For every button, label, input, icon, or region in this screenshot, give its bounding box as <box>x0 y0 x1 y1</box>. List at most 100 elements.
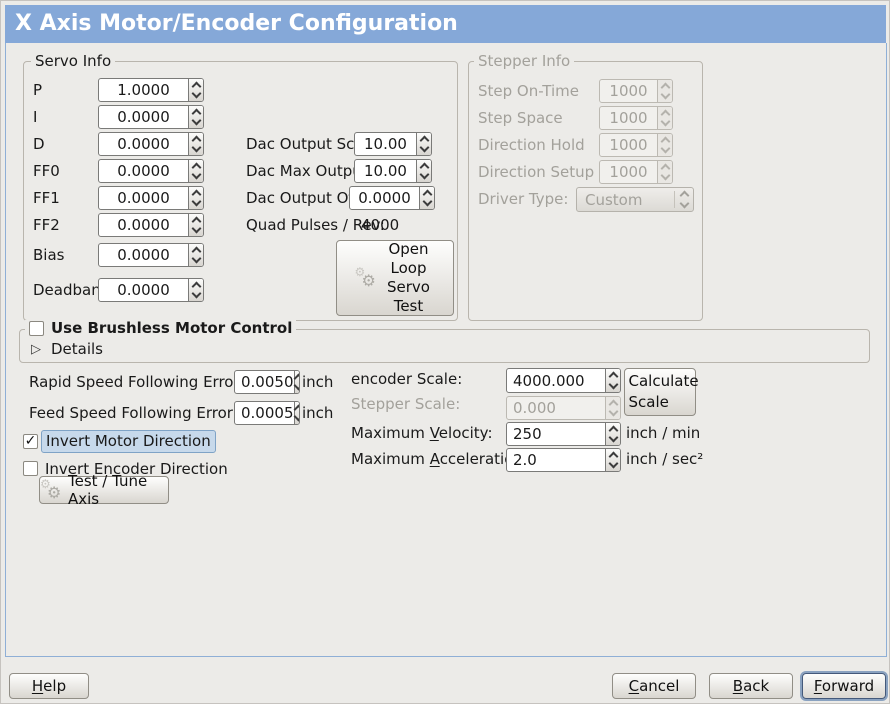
d-value[interactable]: 0.0000 <box>117 135 170 153</box>
spin-up-down-icon[interactable] <box>605 423 620 445</box>
quad-pulses-label: Quad Pulses / Rev: <box>246 216 385 234</box>
direction-hold-spinbox: 1000 <box>599 133 673 157</box>
ff0-spinbox[interactable]: 0.0000 <box>98 159 204 183</box>
ff0-label: FF0 <box>33 162 60 180</box>
details-expander[interactable]: ▷ Details <box>31 337 103 361</box>
driver-type-label: Driver Type: <box>478 190 569 208</box>
deadband-spinbox[interactable]: 0.0000 <box>98 278 204 302</box>
spin-up-down-icon[interactable] <box>419 187 434 209</box>
open-loop-servo-test-label: Open Loop Servo Test <box>387 240 430 315</box>
rapid-following-error-value[interactable]: 0.0050 <box>241 373 294 391</box>
feed-following-error-value[interactable]: 0.0005 <box>241 404 294 422</box>
dac-max-output-value[interactable]: 10.00 <box>364 162 407 180</box>
deadband-label: Deadband <box>33 281 111 299</box>
test-tune-axis-button[interactable]: ⚙ ⚙ Test / Tune Axis <box>39 472 169 508</box>
combo-arrows-icon <box>675 190 693 209</box>
test-tune-axis-label: Test / Tune Axis <box>68 472 148 508</box>
spin-up-down-icon[interactable] <box>188 160 203 182</box>
help-button[interactable]: Help <box>9 673 89 699</box>
spin-up-down-icon[interactable] <box>293 402 299 424</box>
spin-up-down-icon[interactable] <box>605 449 620 471</box>
feed-following-error-unit: inch <box>302 404 334 422</box>
spin-up-down-icon[interactable] <box>188 133 203 155</box>
direction-hold-label: Direction Hold <box>478 136 585 154</box>
spin-up-down-icon <box>657 80 672 102</box>
spin-up-down-icon[interactable] <box>416 160 431 182</box>
ff0-value[interactable]: 0.0000 <box>117 162 170 180</box>
ff1-value[interactable]: 0.0000 <box>117 189 170 207</box>
maximum-velocity-value[interactable]: 250 <box>513 425 542 443</box>
feed-following-error-label: Feed Speed Following Error: <box>29 404 238 422</box>
dac-output-offset-value[interactable]: 0.0000 <box>358 189 411 207</box>
stepper-info-frame <box>468 61 703 321</box>
ff1-spinbox[interactable]: 0.0000 <box>98 186 204 210</box>
invert-motor-checkbox[interactable]: ✓ <box>23 434 38 449</box>
servo-info-legend: Servo Info <box>31 53 116 69</box>
maximum-acceleration-value[interactable]: 2.0 <box>513 451 537 469</box>
p-spinbox[interactable]: 1.0000 <box>98 78 204 102</box>
dac-max-output-label: Dac Max Output: <box>246 162 373 180</box>
stepper-scale-value: 0.000 <box>513 399 556 417</box>
d-spinbox[interactable]: 0.0000 <box>98 132 204 156</box>
i-value[interactable]: 0.0000 <box>117 108 170 126</box>
maximum-velocity-unit: inch / min <box>626 424 701 442</box>
step-on-time-value: 1000 <box>609 82 648 100</box>
rapid-following-error-label: Rapid Speed Following Error: <box>29 373 245 391</box>
driver-type-value: Custom <box>585 190 643 209</box>
invert-encoder-label[interactable]: Invert Encoder Direction <box>45 460 228 478</box>
brushless-legend: Use Brushless Motor Control <box>25 320 297 336</box>
spin-up-down-icon[interactable] <box>188 187 203 209</box>
stepper-scale-spinbox: 0.000 <box>506 396 621 420</box>
deadband-value[interactable]: 0.0000 <box>117 281 170 299</box>
dac-max-output-spinbox[interactable]: 10.00 <box>354 159 432 183</box>
spin-up-down-icon[interactable] <box>188 79 203 101</box>
calculate-scale-label: Calculate Scale <box>628 372 699 411</box>
spin-up-down-icon[interactable] <box>293 371 299 393</box>
i-label: I <box>33 108 38 126</box>
rapid-following-error-spinbox[interactable]: 0.0050 <box>234 370 300 394</box>
ff2-value[interactable]: 0.0000 <box>117 216 170 234</box>
open-loop-servo-test-button[interactable]: ⚙ ⚙ Open Loop Servo Test <box>336 240 454 316</box>
spin-up-down-icon[interactable] <box>188 279 203 301</box>
maximum-velocity-spinbox[interactable]: 250 <box>506 422 621 446</box>
spin-up-down-icon[interactable] <box>188 214 203 236</box>
d-label: D <box>33 135 45 153</box>
check-icon: ✓ <box>24 432 37 449</box>
i-spinbox[interactable]: 0.0000 <box>98 105 204 129</box>
bias-spinbox[interactable]: 0.0000 <box>98 243 204 267</box>
p-value[interactable]: 1.0000 <box>117 81 170 99</box>
stepper-scale-label: Stepper Scale: <box>351 395 461 413</box>
back-button[interactable]: Back <box>709 673 793 699</box>
gear-icon: ⚙ ⚙ <box>354 265 376 290</box>
spin-up-down-icon[interactable] <box>188 244 203 266</box>
invert-encoder-checkbox[interactable] <box>23 461 38 476</box>
dac-output-scale-value[interactable]: 10.00 <box>364 135 407 153</box>
step-on-time-spinbox: 1000 <box>599 79 673 103</box>
bias-value[interactable]: 0.0000 <box>117 246 170 264</box>
maximum-acceleration-spinbox[interactable]: 2.0 <box>506 448 621 472</box>
driver-type-combobox: Custom <box>576 187 694 212</box>
page-title: X Axis Motor/Encoder Configuration <box>5 5 886 43</box>
quad-pulses-value: 4000 <box>361 216 400 234</box>
spin-up-down-icon <box>657 161 672 183</box>
use-brushless-checkbox[interactable] <box>29 320 44 336</box>
forward-button[interactable]: Forward <box>802 673 886 699</box>
spin-up-down-icon[interactable] <box>416 133 431 155</box>
spin-up-down-icon[interactable] <box>188 106 203 128</box>
ff2-spinbox[interactable]: 0.0000 <box>98 213 204 237</box>
stepper-info-legend: Stepper Info <box>474 53 575 69</box>
expander-triangle-icon[interactable]: ▷ <box>31 341 41 357</box>
encoder-scale-spinbox[interactable]: 4000.000 <box>506 368 621 393</box>
bias-label: Bias <box>33 246 65 264</box>
cancel-button[interactable]: Cancel <box>612 673 696 699</box>
content-frame <box>5 43 887 657</box>
calculate-scale-button[interactable]: Calculate Scale <box>624 368 699 416</box>
spin-up-down-icon[interactable] <box>605 369 620 392</box>
step-space-spinbox: 1000 <box>599 106 673 130</box>
dac-output-scale-spinbox[interactable]: 10.00 <box>354 132 432 156</box>
dac-output-offset-spinbox[interactable]: 0.0000 <box>349 186 435 210</box>
invert-motor-label[interactable]: Invert Motor Direction <box>41 430 216 453</box>
encoder-scale-value[interactable]: 4000.000 <box>513 371 585 390</box>
feed-following-error-spinbox[interactable]: 0.0005 <box>234 401 300 425</box>
